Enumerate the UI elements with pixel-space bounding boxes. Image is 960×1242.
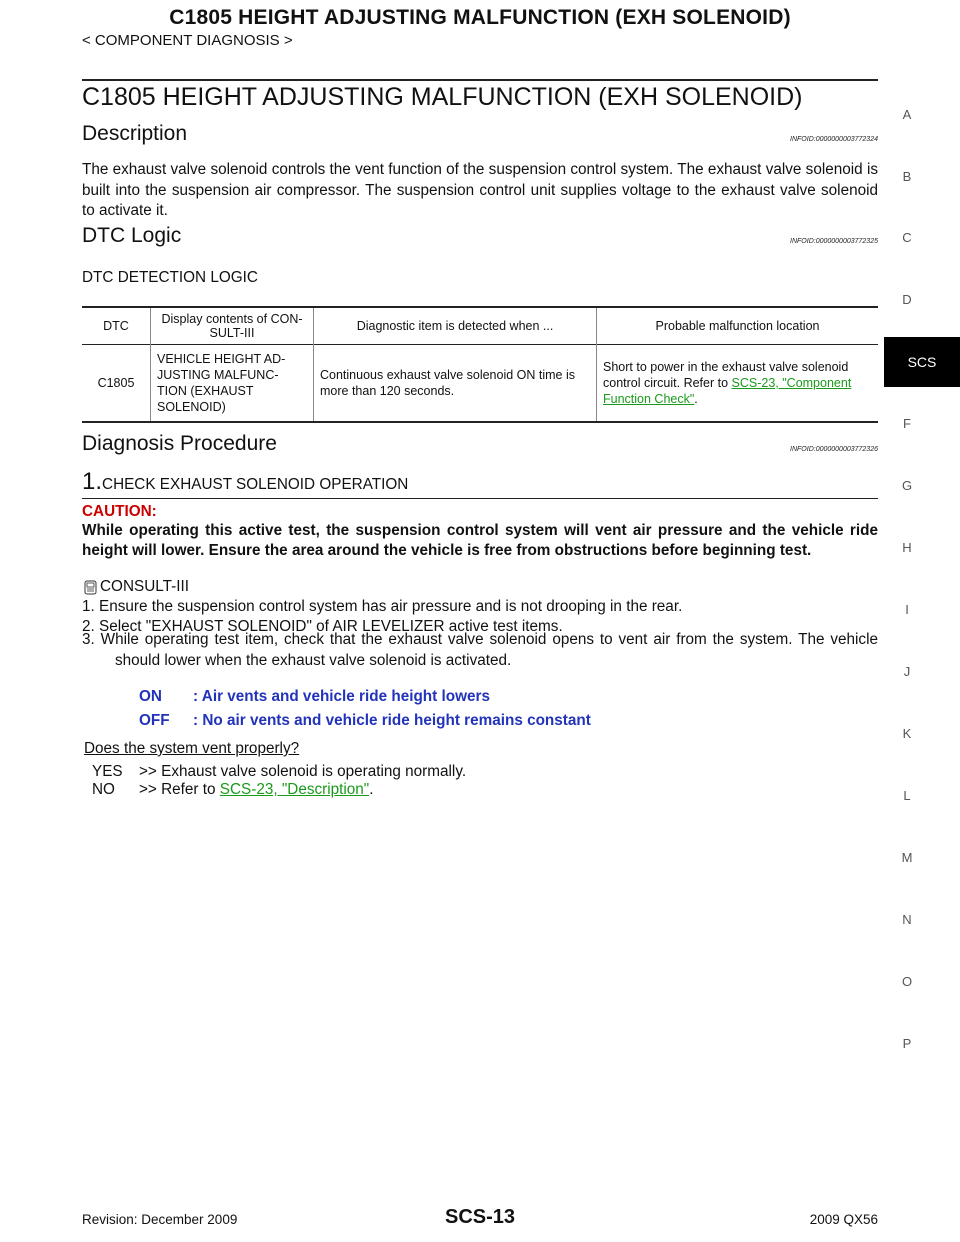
spec-off-key: OFF <box>139 712 170 729</box>
side-index-b[interactable]: B <box>902 169 912 184</box>
procedure-step-2: 2. Select "EXHAUST SOLENOID" of AIR LEVE… <box>82 618 563 635</box>
caution-text: While operating this active test, the su… <box>82 522 878 559</box>
cell-malfunction-location: Short to power in the exhaust valve sole… <box>596 344 878 422</box>
no-text: >> Refer to <box>139 781 220 798</box>
dtc-table: DTC Display contents of CON-SULT-III Dia… <box>82 306 878 423</box>
side-index-h[interactable]: H <box>902 540 912 555</box>
page-title: C1805 HEIGHT ADJUSTING MALFUNCTION (EXH … <box>169 6 791 29</box>
side-index-k[interactable]: K <box>902 726 912 741</box>
table-header-row: DTC Display contents of CON-SULT-III Dia… <box>82 307 878 345</box>
side-index-o[interactable]: O <box>901 974 913 989</box>
side-index-f[interactable]: F <box>903 416 911 431</box>
step-title: CHECK EXHAUST SOLENOID OPERATION <box>102 476 409 493</box>
dtc-detection-logic-subheading: DTC DETECTION LOGIC <box>82 269 258 286</box>
dtc-logic-infoid: INFOID:0000000003772325 <box>790 238 878 245</box>
vent-question: Does the system vent properly? <box>84 740 300 757</box>
table-header-diagnostic-item: Diagnostic item is detected when ... <box>313 307 597 345</box>
footer-revision: Revision: December 2009 <box>82 1212 238 1227</box>
yes-label: YES <box>92 763 123 780</box>
component-function-check-link[interactable]: SCS-23, "Component Function Check" <box>603 376 852 406</box>
side-index-d[interactable]: D <box>902 292 912 307</box>
spec-off-value: : No air vents and vehicle ride height r… <box>193 712 591 729</box>
consult-tool-line: CONSULT-III <box>84 578 189 596</box>
table-header-dtc: DTC <box>103 319 129 333</box>
side-index-j[interactable]: J <box>903 664 911 679</box>
side-index-i[interactable]: I <box>905 602 909 617</box>
diagnosis-infoid: INFOID:0000000003772326 <box>790 446 878 453</box>
breadcrumb: < COMPONENT DIAGNOSIS > <box>82 32 293 49</box>
caution-label: CAUTION: <box>82 503 157 520</box>
header-rule <box>82 79 878 81</box>
dtc-logic-heading: DTC Logic <box>82 224 182 247</box>
side-index-n[interactable]: N <box>902 912 912 927</box>
table-row: C1805 VEHICLE HEIGHT AD-JUSTING MALFUNC-… <box>82 344 878 422</box>
step-heading: 1.CHECK EXHAUST SOLENOID OPERATION <box>82 468 408 496</box>
table-header-malfunction-location: Probable malfunction location <box>596 307 878 345</box>
table-header-display: Display contents of CON-SULT-III <box>150 307 314 345</box>
description-link[interactable]: SCS-23, "Description" <box>219 781 370 798</box>
side-index-a[interactable]: A <box>902 107 912 122</box>
spec-on-key: ON <box>139 688 162 705</box>
yes-text: >> Exhaust valve solenoid is operating n… <box>139 763 467 780</box>
side-index-l[interactable]: L <box>903 788 911 803</box>
consult-tool-label: CONSULT-III <box>100 578 189 595</box>
description-heading: Description <box>82 122 188 145</box>
section-title: C1805 HEIGHT ADJUSTING MALFUNCTION (EXH … <box>82 83 803 111</box>
side-index-scs-tab[interactable]: SCS <box>884 337 960 387</box>
location-end: . <box>694 392 698 406</box>
side-index-g[interactable]: G <box>901 478 913 493</box>
location-text: Short to power in the exhaust valve sole… <box>603 360 849 390</box>
side-index-m[interactable]: M <box>901 850 913 865</box>
no-label: NO <box>92 781 115 798</box>
step-rule <box>82 498 878 499</box>
spec-on-value: : Air vents and vehicle ride height lowe… <box>193 688 490 705</box>
procedure-step-3: 3. While operating test item, check that… <box>82 631 878 669</box>
no-end: . <box>369 781 374 798</box>
step-number: 1. <box>82 468 103 495</box>
cell-dtc: C1805 <box>97 376 135 390</box>
side-index-c[interactable]: C <box>902 230 912 245</box>
cell-diagnostic-item: Continuous exhaust valve solenoid ON tim… <box>313 344 597 422</box>
procedure-step-1: 1. Ensure the suspension control system … <box>82 598 683 615</box>
diagnosis-heading: Diagnosis Procedure <box>82 432 277 455</box>
description-text: The exhaust valve solenoid controls the … <box>82 161 878 219</box>
side-index-p[interactable]: P <box>902 1036 912 1051</box>
cell-display: VEHICLE HEIGHT AD-JUSTING MALFUNC-TION (… <box>150 344 314 422</box>
description-infoid: INFOID:0000000003772324 <box>790 136 878 143</box>
footer-model: 2009 QX56 <box>809 1212 878 1227</box>
no-line: >> Refer to SCS-23, "Description". <box>139 781 373 799</box>
consult-tool-icon <box>84 580 97 595</box>
footer-page-number: SCS-13 <box>444 1206 516 1228</box>
